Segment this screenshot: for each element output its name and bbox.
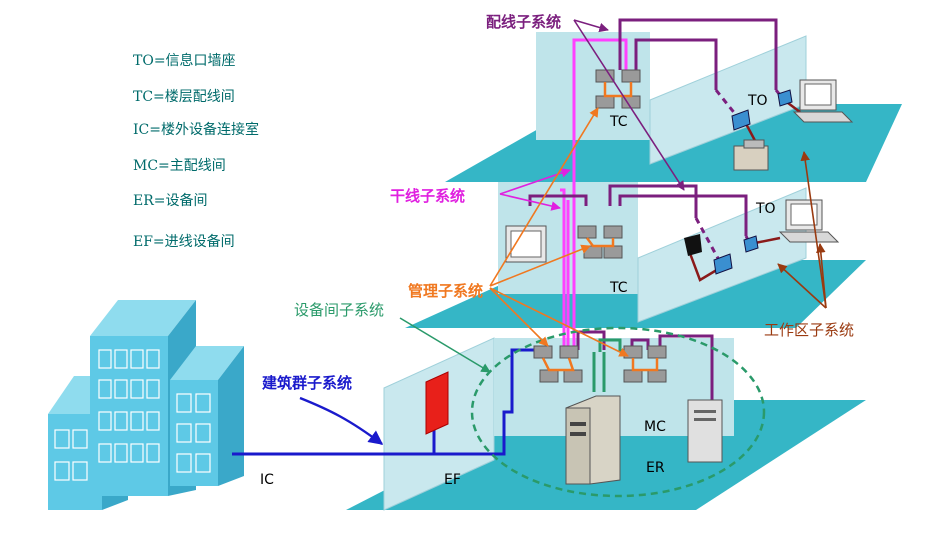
label-horizontal-subsystem: 配线子系统 [486,13,561,31]
arrow-horizontal-1 [573,19,609,33]
label-work-area-subsystem: 工作区子系统 [764,321,854,339]
tag-tc-top: TC [609,114,628,130]
legend-er: ER=设备间 [133,193,208,209]
campus-buildings [48,300,244,510]
building-windows [54,349,211,481]
arrow-admin-1 [489,107,599,287]
legend-to: TO=信息口墙座 [133,53,236,69]
label-admin-subsystem: 管理子系统 [408,282,483,300]
legend-mc: MC=主配线间 [133,158,226,174]
computer-top [792,79,854,123]
label-backbone-subsystem: 干线子系统 [390,187,465,205]
tag-er: ER [646,460,665,476]
printer-top [733,139,769,171]
legend-tc: TC=楼层配线间 [133,89,235,105]
arrow-work-area-2 [816,243,827,309]
tag-ef: EF [444,472,461,488]
arrow-equipment-room [399,317,491,373]
phone-middle [684,234,702,256]
ef-box [425,371,449,435]
tag-mc: MC [644,419,666,435]
arrow-backbone-2 [499,193,561,211]
legend-ic: IC=楼外设备连接室 [133,122,259,138]
to-outlets [713,89,793,275]
horizontal-cables [528,18,778,400]
equipment-room-ring [470,326,766,498]
middle-floor-side-wall [637,187,807,323]
label-equipment-room-subsystem: 设备间子系统 [294,301,384,319]
arrow-horizontal-2 [573,19,685,191]
tc-top-panel [595,69,641,109]
arrow-work-area-3 [777,263,827,309]
tag-ic: IC [260,472,274,488]
legend-ef: EF=进线设备间 [133,234,235,250]
tag-to-middle: TO [755,201,776,217]
tag-to-top: TO [747,93,768,109]
main-server [565,395,621,485]
arrow-admin-2 [489,244,591,287]
computer-middle [778,199,840,243]
arrow-campus [299,396,384,445]
label-campus-subsystem: 建筑群子系统 [262,374,352,392]
tag-tc-middle: TC [609,280,628,296]
er-left-panel [533,345,583,383]
arrow-work-area-1 [800,151,827,309]
monitor-middle-left [505,225,547,263]
er-tower [687,399,723,463]
arrow-admin-4 [489,287,629,357]
arrow-admin-3 [489,287,549,347]
er-links [592,338,622,392]
